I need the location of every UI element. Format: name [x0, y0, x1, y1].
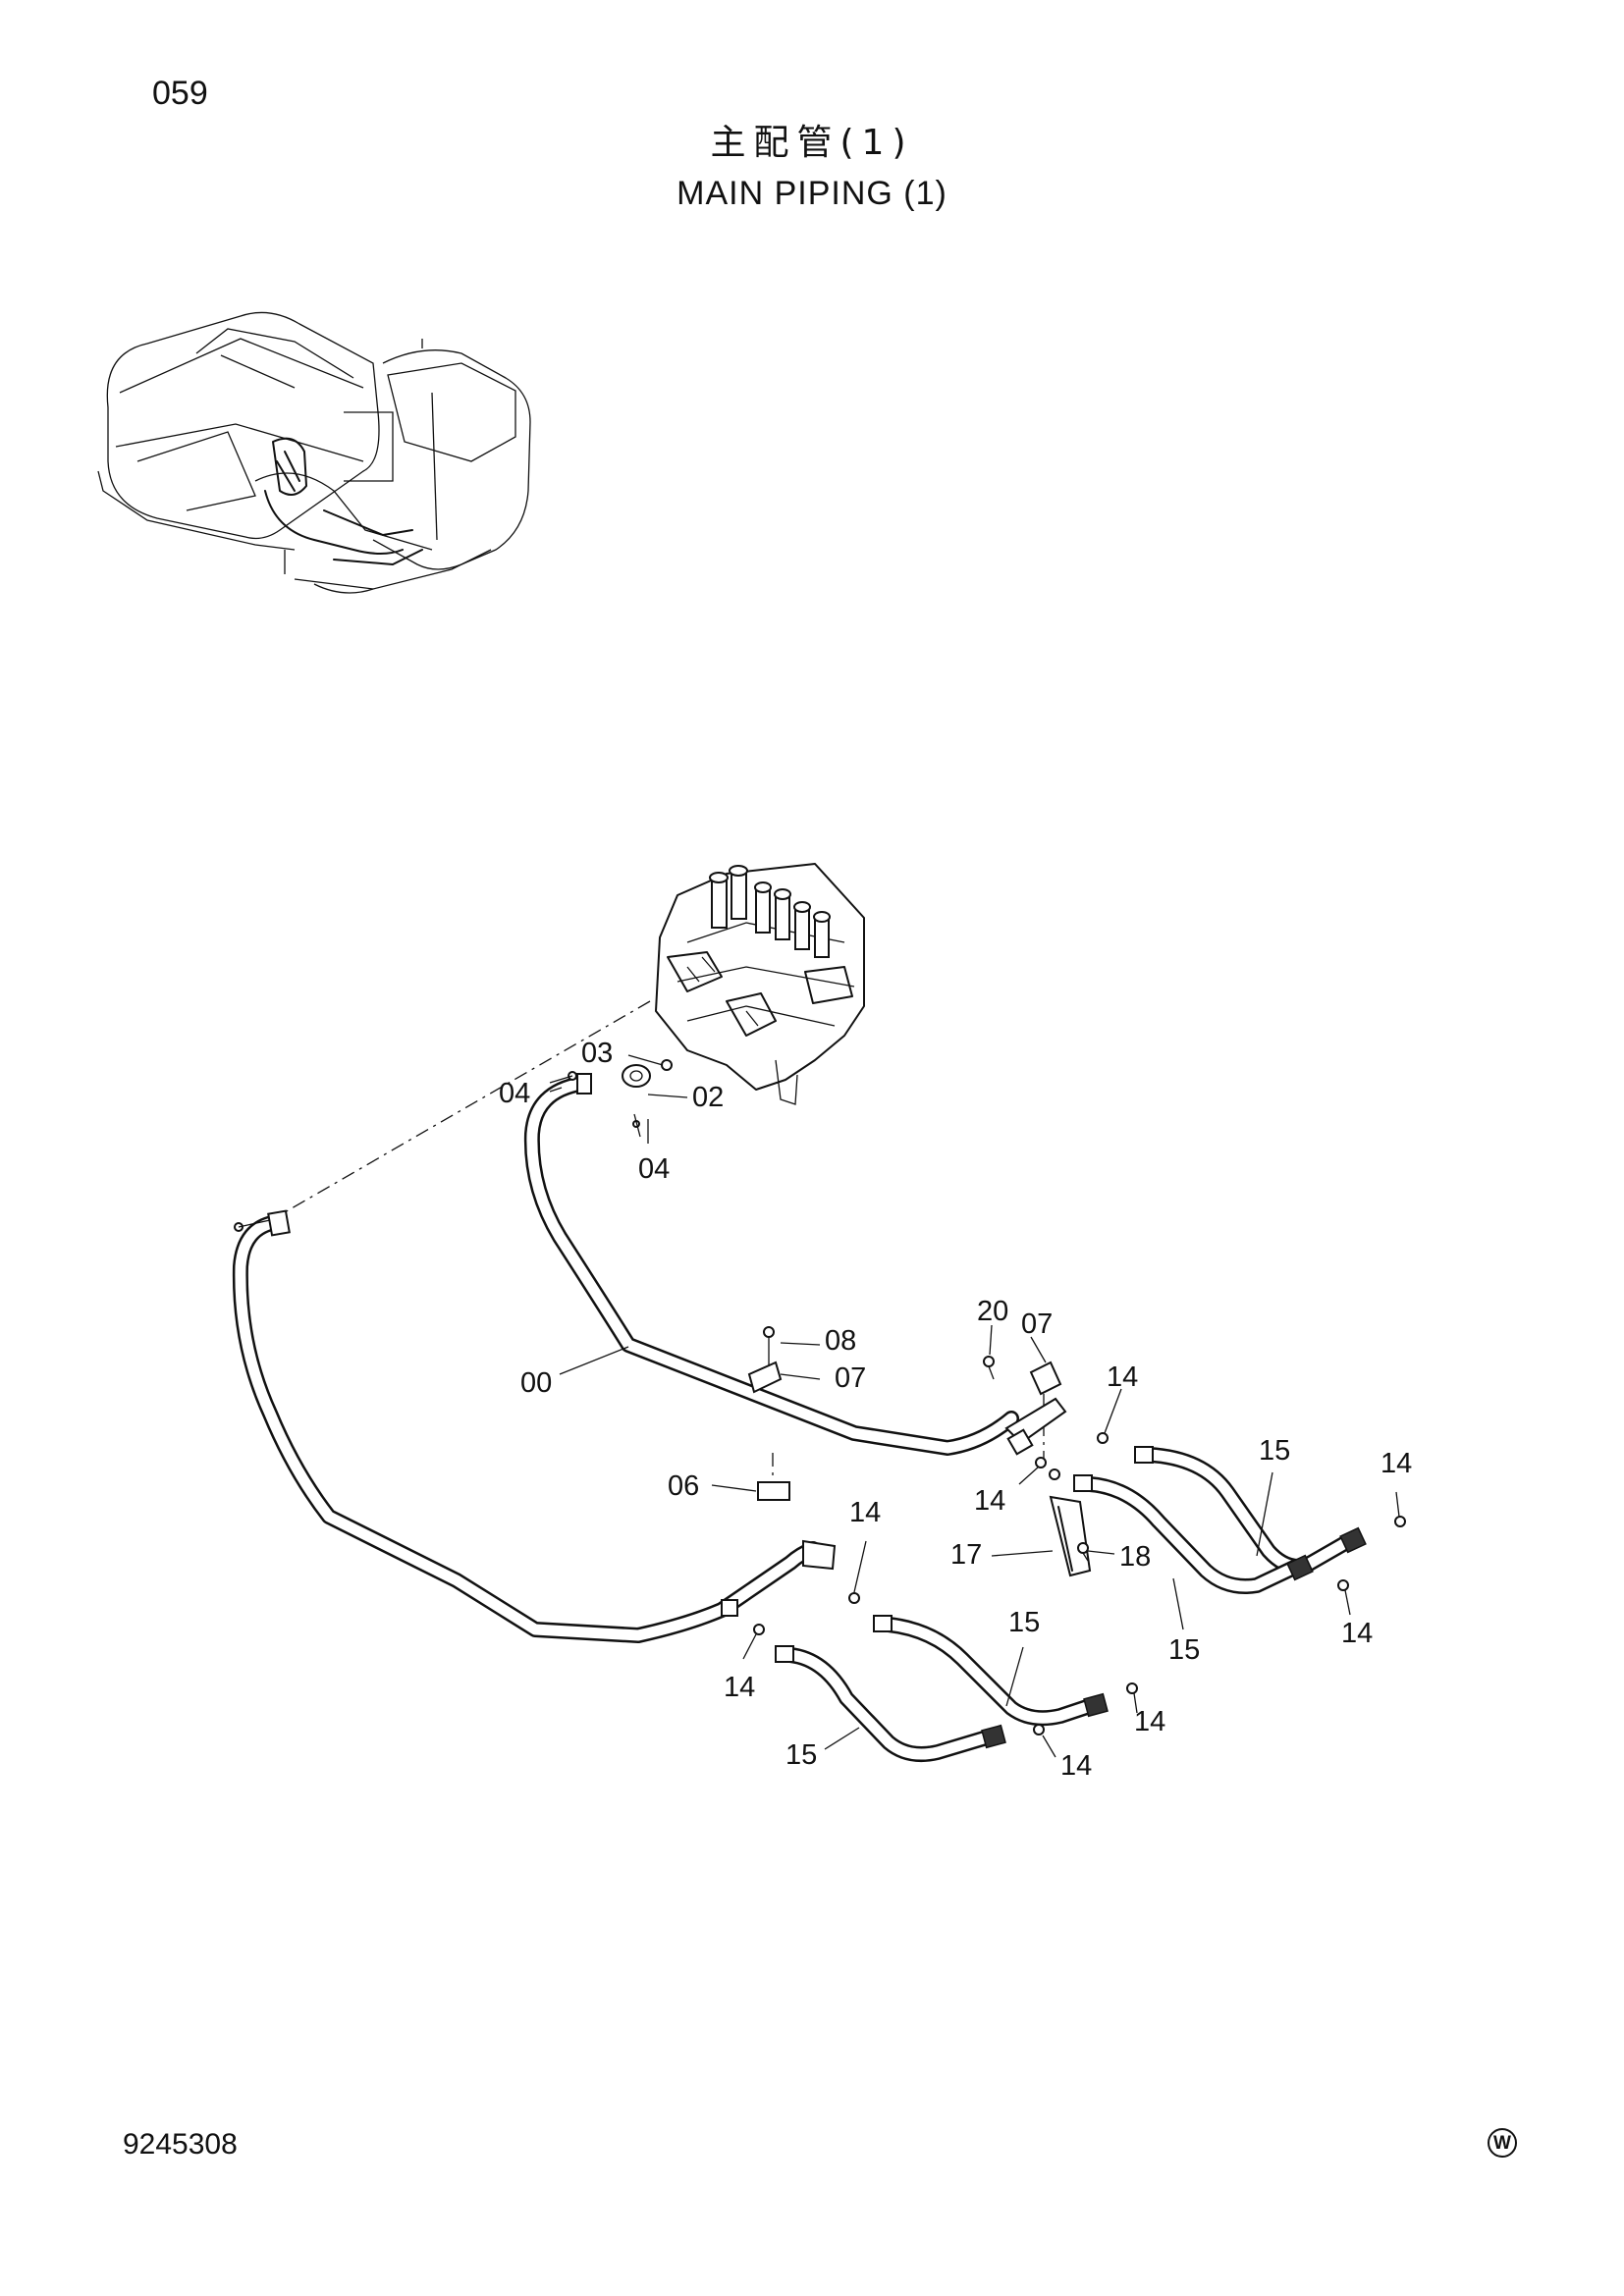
page-number: 059 — [152, 75, 208, 112]
callout-14: 14 — [724, 1672, 755, 1703]
callout-06: 06 — [668, 1470, 699, 1502]
callout-03: 03 — [581, 1038, 613, 1069]
hose-15-lower-2 — [753, 1624, 1045, 1762]
hose-15-lower-1 — [848, 1592, 1138, 1727]
callout-18: 18 — [1119, 1541, 1151, 1573]
callout-17: 17 — [950, 1539, 982, 1571]
callout-14: 14 — [1380, 1448, 1412, 1479]
callout-07: 07 — [835, 1362, 866, 1394]
callout-14: 14 — [1107, 1362, 1138, 1393]
callout-20: 20 — [977, 1296, 1008, 1327]
callout-labels: 03 04 02 04 20 07 08 07 00 14 15 14 06 1… — [499, 1038, 1412, 1782]
callout-07: 07 — [1021, 1308, 1053, 1340]
title-japanese: 主配管(1) — [710, 123, 914, 163]
callout-14: 14 — [849, 1497, 881, 1528]
title-english: MAIN PIPING (1) — [677, 175, 947, 212]
document-code: 9245308 — [123, 2128, 238, 2161]
callout-02: 02 — [692, 1082, 724, 1113]
clamp-assembly — [747, 1326, 790, 1501]
callout-15: 15 — [1008, 1607, 1040, 1638]
centerline-1 — [284, 1000, 651, 1213]
leader-lines — [549, 1054, 1400, 1758]
machine-overview-illustration — [97, 311, 531, 594]
callout-14: 14 — [1060, 1750, 1092, 1782]
bracket-assembly — [983, 1356, 1092, 1577]
callout-14: 14 — [974, 1485, 1005, 1517]
main-pipe-00 — [523, 1073, 1067, 1456]
callout-08: 08 — [825, 1325, 856, 1357]
callout-14: 14 — [1134, 1706, 1165, 1737]
main-pipe-lower — [232, 1209, 837, 1643]
callout-15: 15 — [1168, 1634, 1200, 1666]
callout-15: 15 — [1259, 1435, 1290, 1467]
callout-00: 00 — [520, 1367, 552, 1399]
flange-02 — [549, 1059, 673, 1138]
callout-04: 04 — [499, 1078, 530, 1109]
hose-15-upper-2 — [1035, 1457, 1349, 1594]
callout-04: 04 — [638, 1153, 670, 1185]
callout-14: 14 — [1341, 1618, 1373, 1649]
control-valve-illustration — [655, 863, 865, 1105]
copyright-mark: W — [1488, 2128, 1517, 2158]
callout-15: 15 — [785, 1739, 817, 1771]
